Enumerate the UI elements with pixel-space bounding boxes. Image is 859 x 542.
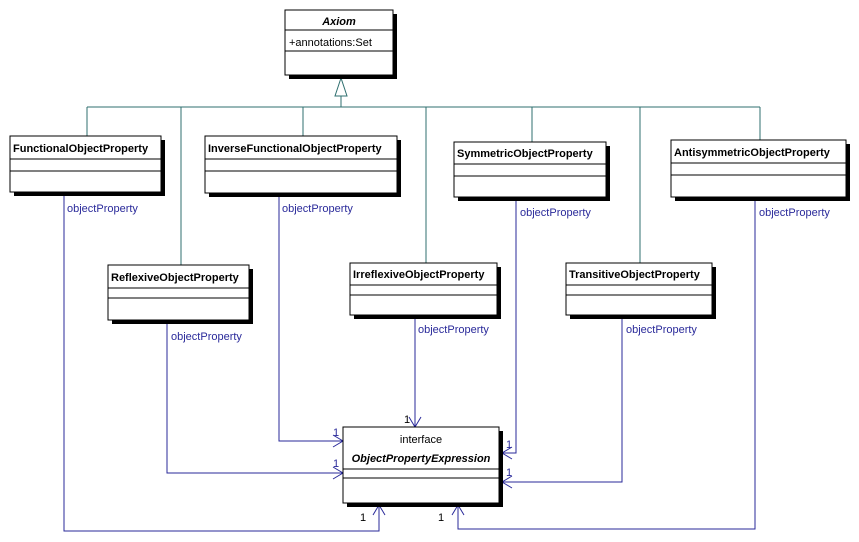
class-symmetric-object-property[interactable]: SymmetricObjectProperty bbox=[453, 141, 610, 201]
role-label-functional: objectProperty bbox=[67, 203, 138, 215]
role-label-inverse-functional: objectProperty bbox=[282, 203, 353, 215]
interface-stereotype: interface bbox=[400, 434, 442, 446]
class-irreflexive-name: IrreflexiveObjectProperty bbox=[353, 269, 485, 281]
multiplicity-irreflexive: 1 bbox=[404, 414, 410, 426]
class-reflexive-object-property[interactable]: ReflexiveObjectProperty bbox=[107, 264, 253, 324]
class-axiom[interactable]: Axiom +annotations:Set bbox=[284, 9, 397, 79]
class-axiom-name: Axiom bbox=[321, 16, 356, 28]
role-label-antisymmetric: objectProperty bbox=[759, 207, 830, 219]
multiplicity-reflexive: 1 bbox=[333, 458, 339, 470]
generalization-arrowhead-icon bbox=[334, 76, 348, 97]
class-antisymmetric-name: AntisymmetricObjectProperty bbox=[674, 147, 831, 159]
role-label-transitive: objectProperty bbox=[626, 324, 697, 336]
interface-name: ObjectPropertyExpression bbox=[352, 453, 491, 465]
role-label-irreflexive: objectProperty bbox=[418, 324, 489, 336]
multiplicity-symmetric: 1 bbox=[506, 439, 512, 451]
class-inverse-functional-object-property[interactable]: InverseFunctionalObjectProperty bbox=[204, 135, 401, 197]
class-antisymmetric-object-property[interactable]: AntisymmetricObjectProperty bbox=[670, 139, 850, 201]
multiplicity-functional: 1 bbox=[360, 512, 366, 524]
class-symmetric-name: SymmetricObjectProperty bbox=[457, 148, 594, 160]
interface-object-property-expression[interactable]: interface ObjectPropertyExpression bbox=[342, 426, 503, 507]
role-label-symmetric: objectProperty bbox=[520, 207, 591, 219]
role-label-reflexive: objectProperty bbox=[171, 331, 242, 343]
class-axiom-attribute: +annotations:Set bbox=[289, 37, 372, 49]
class-transitive-name: TransitiveObjectProperty bbox=[569, 269, 701, 281]
multiplicity-antisymmetric: 1 bbox=[438, 512, 444, 524]
class-functional-object-property[interactable]: FunctionalObjectProperty bbox=[9, 135, 165, 196]
class-irreflexive-object-property[interactable]: IrreflexiveObjectProperty bbox=[349, 262, 501, 319]
class-reflexive-name: ReflexiveObjectProperty bbox=[111, 272, 240, 284]
multiplicity-inverse-functional: 1 bbox=[333, 427, 339, 439]
class-inverse-functional-name: InverseFunctionalObjectProperty bbox=[208, 143, 382, 155]
class-functional-name: FunctionalObjectProperty bbox=[13, 143, 149, 155]
class-transitive-object-property[interactable]: TransitiveObjectProperty bbox=[565, 262, 716, 319]
multiplicity-transitive: 1 bbox=[506, 467, 512, 479]
inheritance-connectors bbox=[86, 96, 761, 265]
